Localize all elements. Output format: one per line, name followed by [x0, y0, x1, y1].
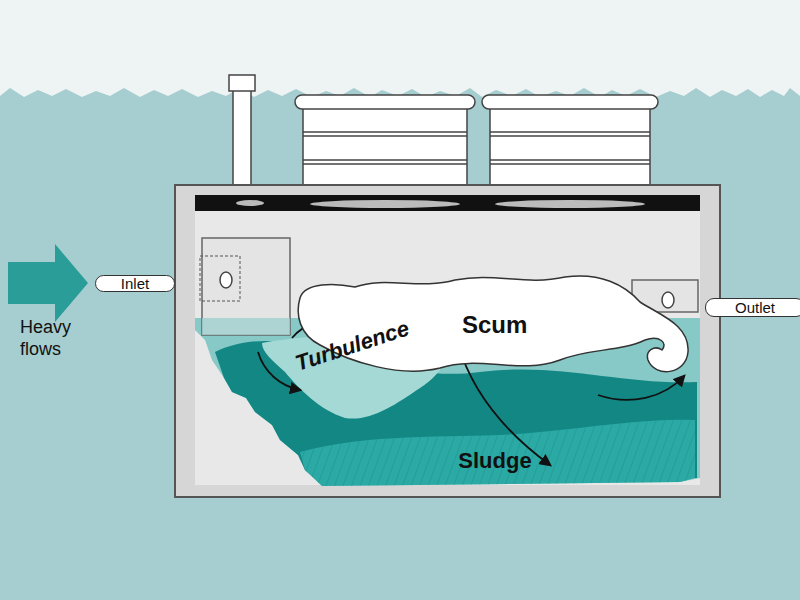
sludge-layer: [300, 420, 695, 486]
inlet-pipe: Inlet: [95, 275, 175, 292]
node-text: Outlet: [735, 299, 775, 316]
inlet-dashed-box: [200, 256, 240, 301]
vent-pipe: [233, 90, 251, 187]
outlet-opening: [662, 292, 674, 308]
tank-wall: [175, 185, 720, 497]
inlet-opening: [220, 272, 232, 288]
node-text: Inlet: [121, 275, 149, 292]
lid-opening: [310, 200, 460, 208]
riser: [295, 95, 475, 187]
node-text: Sludge: [330, 443, 660, 479]
sky-grass: [0, 0, 800, 97]
riser: [482, 95, 658, 187]
baffle-water: [202, 318, 290, 335]
flow-label: Heavy flows: [20, 316, 86, 360]
sludge-hatch: [300, 420, 695, 486]
flow-arrow: [8, 244, 88, 322]
outlet-pipe: Outlet: [705, 298, 800, 317]
lid-opening: [236, 200, 264, 206]
lid-opening: [495, 200, 645, 208]
tank-lid: [195, 195, 700, 211]
tank-interior: [195, 195, 700, 485]
scum-layer: Scum: [290, 265, 695, 385]
inlet-baffle: [202, 238, 290, 335]
sludge-label-area: Sludge: [330, 443, 660, 479]
node-text: Scum: [462, 311, 527, 339]
vent-cap: [229, 75, 255, 91]
